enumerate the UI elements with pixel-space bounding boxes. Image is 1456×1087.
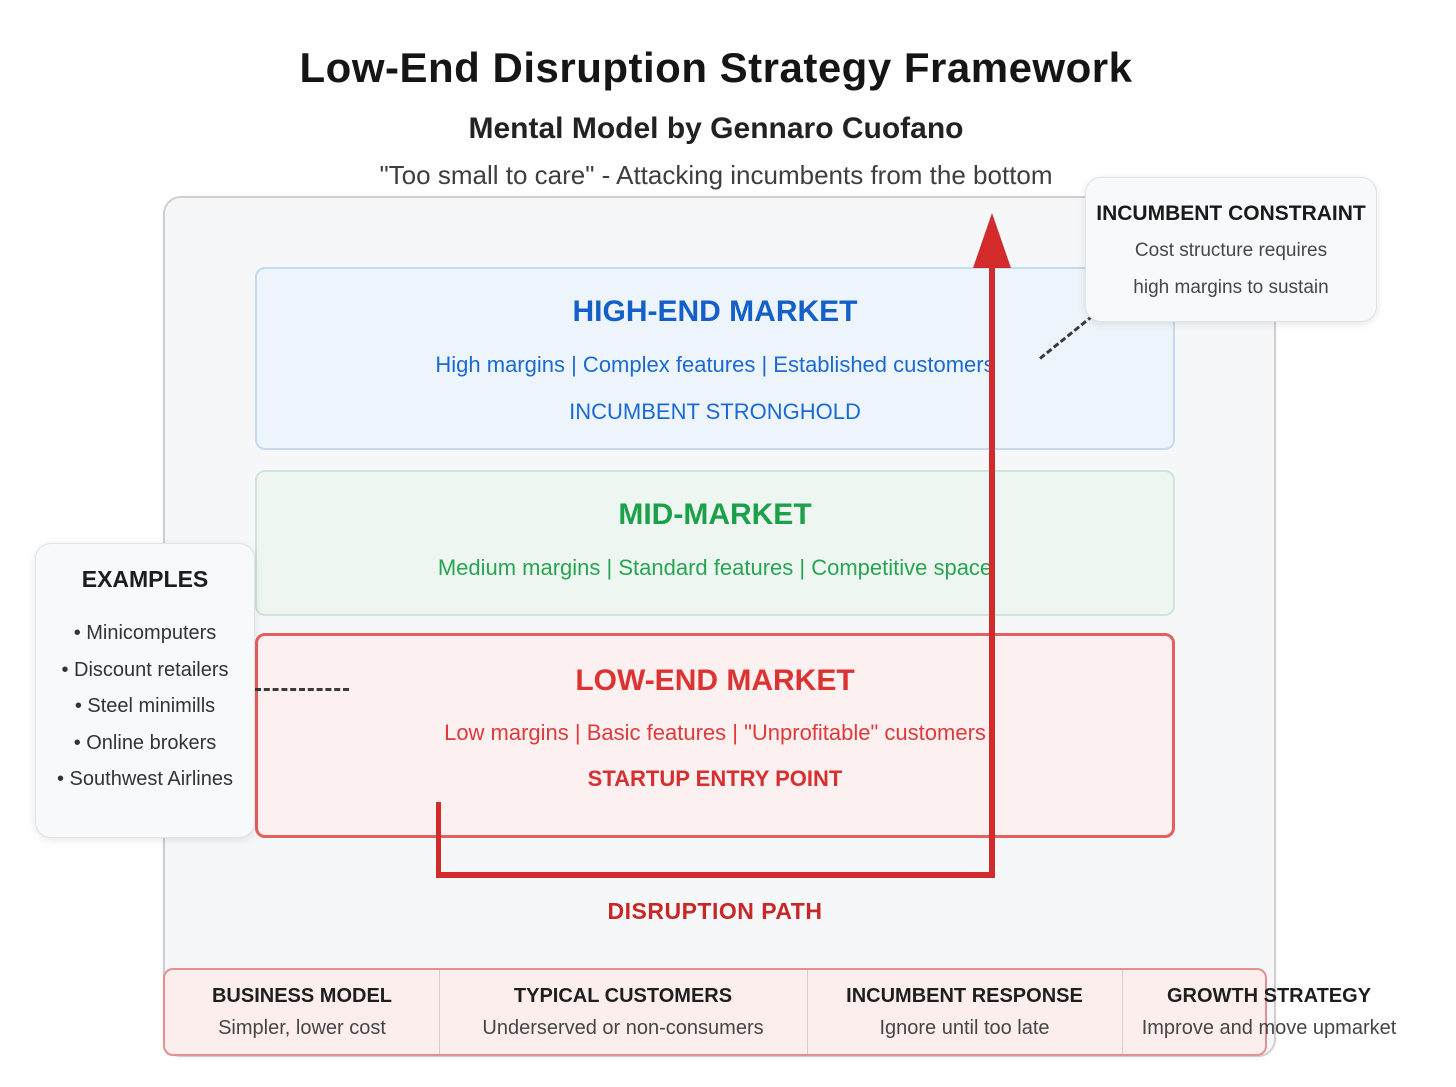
high-end-market-heading: HIGH-END MARKET (572, 295, 858, 328)
cell-value: Improve and move upmarket (1141, 1017, 1397, 1039)
cell-heading: INCUMBENT RESPONSE (846, 985, 1083, 1007)
disruption-arrow-tail-bottom (436, 872, 995, 878)
examples-connector-line (255, 688, 349, 691)
page-title: Low-End Disruption Strategy Framework (299, 44, 1133, 91)
cell-divider (1122, 970, 1123, 1054)
high-end-market-note: INCUMBENT STRONGHOLD (569, 399, 861, 424)
cell-business-model: BUSINESS MODEL Simpler, lower cost (165, 970, 439, 1054)
mid-market-box: MID-MARKET Medium margins | Standard fea… (255, 470, 1175, 616)
example-item: • Southwest Airlines (57, 768, 233, 790)
disruption-arrow-tail-start (436, 802, 441, 878)
cell-growth-strategy: GROWTH STRATEGY Improve and move upmarke… (1122, 970, 1416, 1054)
incumbent-constraint-text: Cost structure requires (1134, 240, 1328, 261)
cell-heading: GROWTH STRATEGY (1166, 985, 1372, 1007)
cell-value: Simpler, lower cost (218, 1017, 386, 1039)
cell-divider (807, 970, 808, 1054)
cell-heading: BUSINESS MODEL (211, 985, 393, 1007)
example-item: • Minicomputers (73, 622, 217, 644)
page-tagline: "Too small to care" - Attacking incumben… (379, 160, 1053, 190)
cell-heading: TYPICAL CUSTOMERS (513, 985, 733, 1007)
high-end-market-box: HIGH-END MARKET High margins | Complex f… (255, 267, 1175, 450)
low-end-market-heading: LOW-END MARKET (575, 664, 855, 697)
disruption-arrow-head-icon (973, 213, 1011, 268)
incumbent-constraint-text: high margins to sustain (1133, 277, 1329, 298)
cell-divider (439, 970, 440, 1054)
low-end-market-attributes: Low margins | Basic features | "Unprofit… (444, 720, 986, 745)
mid-market-heading: MID-MARKET (618, 498, 812, 531)
low-end-market-note: STARTUP ENTRY POINT (587, 766, 843, 791)
examples-heading: EXAMPLES (81, 566, 209, 592)
example-item: • Steel minimills (74, 695, 216, 717)
incumbent-constraint-callout: INCUMBENT CONSTRAINT Cost structure requ… (1085, 177, 1377, 322)
incumbent-constraint-heading: INCUMBENT CONSTRAINT (1096, 202, 1366, 225)
examples-callout: EXAMPLES • Minicomputers • Discount reta… (35, 543, 255, 838)
example-item: • Discount retailers (61, 658, 229, 681)
cell-incumbent-response: INCUMBENT RESPONSE Ignore until too late (807, 970, 1122, 1054)
cell-value: Underserved or non-consumers (482, 1017, 764, 1039)
high-end-market-attributes: High margins | Complex features | Establ… (435, 352, 995, 377)
page-subtitle: Mental Model by Gennaro Cuofano (468, 112, 964, 145)
disruption-arrow-shaft (989, 256, 995, 878)
disruption-path-label: DISRUPTION PATH (607, 898, 823, 924)
example-item: • Online brokers (73, 731, 217, 754)
summary-strip: BUSINESS MODEL Simpler, lower cost TYPIC… (163, 968, 1396, 1056)
cell-typical-customers: TYPICAL CUSTOMERS Underserved or non-con… (439, 970, 807, 1054)
cell-value: Ignore until too late (879, 1017, 1050, 1039)
low-end-market-box: LOW-END MARKET Low margins | Basic featu… (255, 633, 1175, 838)
mid-market-attributes: Medium margins | Standard features | Com… (437, 555, 993, 580)
